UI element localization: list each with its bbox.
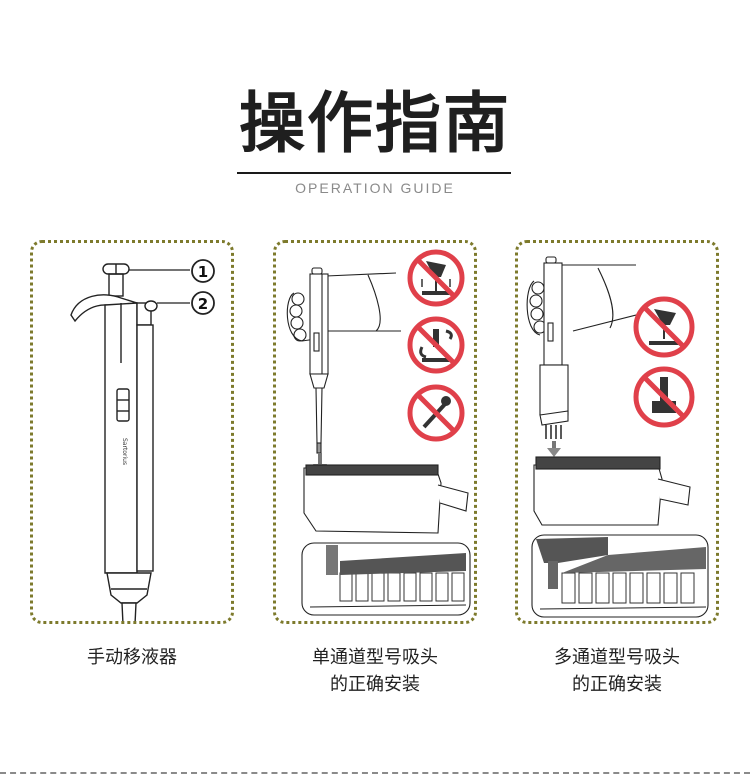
- no-hand-tap-icon: [633, 296, 695, 358]
- pipette-illustration: Sartorius 1 2: [70, 259, 215, 621]
- callout-1: 1: [191, 259, 215, 283]
- title-divider: [237, 172, 511, 174]
- caption-line: 手动移液器: [87, 647, 177, 668]
- caption-line: 多通道型号吸头: [554, 647, 680, 668]
- no-rock-icon: [407, 316, 465, 374]
- panel-manual-pipette: Sartorius 1 2: [30, 240, 234, 624]
- panel-single-channel: [273, 240, 477, 624]
- svg-text:2: 2: [198, 295, 208, 313]
- tip-rack-closeup: [301, 542, 471, 616]
- brand-mark: Sartorius: [121, 438, 128, 465]
- callout-2: 2: [191, 291, 215, 315]
- caption-manual-pipette: 手动移液器: [30, 644, 234, 671]
- single-channel-illustration: [286, 249, 471, 616]
- no-slam-icon: [407, 384, 465, 442]
- svg-text:1: 1: [198, 263, 208, 281]
- tip-rack-closeup: [531, 534, 709, 618]
- page-title: 操作指南: [239, 85, 511, 162]
- caption-multi-channel: 多通道型号吸头 的正确安装: [515, 644, 719, 698]
- caption-line: 单通道型号吸头: [312, 647, 438, 668]
- panel-multi-channel: [515, 240, 719, 624]
- bottom-divider: [0, 772, 750, 774]
- caption-line: 的正确安装: [330, 674, 420, 695]
- tip-rack: [303, 464, 469, 534]
- multi-channel-illustration: [526, 256, 709, 618]
- caption-single-channel: 单通道型号吸头 的正确安装: [273, 644, 477, 698]
- no-rock-icon: [633, 366, 695, 428]
- no-hand-tap-icon: [407, 249, 465, 307]
- tip-rack: [533, 456, 691, 526]
- caption-line: 的正确安装: [572, 674, 662, 695]
- page-subtitle: OPERATION GUIDE: [295, 180, 455, 196]
